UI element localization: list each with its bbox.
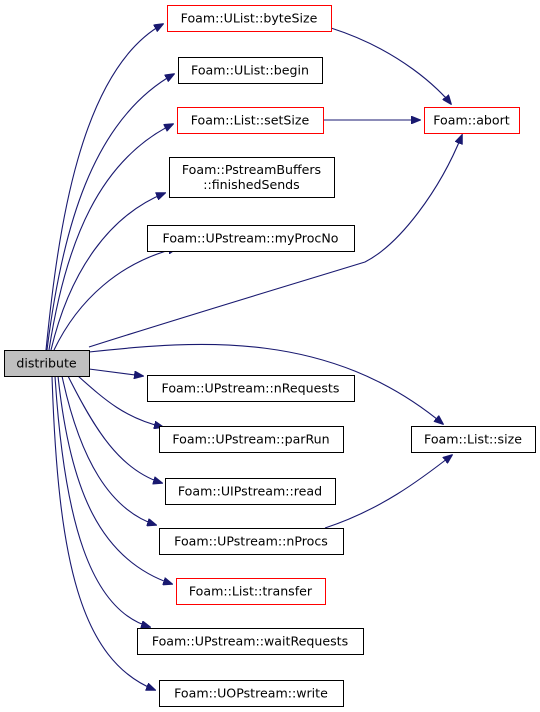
- node-list-size[interactable]: Foam::List::size: [411, 426, 536, 453]
- edge-distribute-to-pstreambuffers-finishedsends: [50, 193, 165, 351]
- node-label: Foam::UPstream::nProcs: [174, 534, 328, 549]
- node-label: Foam::UPstream::waitRequests: [152, 634, 348, 649]
- edge-distribute-to-ulist-begin: [46, 74, 174, 351]
- node-box: [176, 578, 326, 605]
- edge-distribute-to-uipstream-read: [67, 375, 162, 483]
- node-label: Foam::UOPstream::write: [174, 686, 328, 701]
- node-box: [177, 107, 324, 134]
- node-label: Foam::UPstream::nRequests: [162, 381, 340, 396]
- edge-distribute-to-upstream-nprocs: [61, 375, 156, 525]
- node-label: Foam::List::transfer: [189, 584, 313, 599]
- node-box: [411, 426, 536, 453]
- node-list-transfer[interactable]: Foam::List::transfer: [176, 578, 326, 605]
- node-label: Foam::List::setSize: [191, 113, 310, 128]
- node-box: [169, 157, 335, 198]
- node-upstream-parrun[interactable]: Foam::UPstream::parRun: [159, 426, 344, 453]
- edge-distribute-to-ulist-bytesize: [45, 24, 163, 351]
- node-ulist-bytesize[interactable]: Foam::UList::byteSize: [167, 5, 332, 32]
- node-box: [147, 375, 355, 402]
- node-box: [137, 628, 364, 655]
- node-list-setsize[interactable]: Foam::List::setSize: [177, 107, 324, 134]
- node-upstream-nprocs[interactable]: Foam::UPstream::nProcs: [159, 528, 344, 555]
- node-label: Foam::abort: [433, 113, 510, 128]
- node-label: Foam::List::size: [424, 432, 522, 447]
- node-label: Foam::UPstream::myProcNo: [163, 231, 339, 246]
- node-box: [424, 107, 520, 134]
- node-label: ::finishedSends: [203, 177, 299, 192]
- node-label: Foam::UPstream::parRun: [172, 432, 329, 447]
- edge-distribute-to-list-transfer: [57, 375, 172, 584]
- edge-distribute-to-list-size: [88, 343, 443, 424]
- node-label: Foam::UList::begin: [191, 63, 309, 78]
- node-box: [165, 478, 336, 505]
- edge-distribute-to-abort: [88, 135, 462, 348]
- node-box: [147, 225, 355, 252]
- node-box: [167, 5, 332, 32]
- node-box: [4, 350, 90, 377]
- edge-distribute-to-uopstream-write: [51, 375, 155, 690]
- edge-upstream-nprocs-to-list-size: [324, 455, 452, 529]
- node-box: [159, 528, 344, 555]
- node-uopstream-write[interactable]: Foam::UOPstream::write: [159, 680, 344, 707]
- node-uipstream-read[interactable]: Foam::UIPstream::read: [165, 478, 336, 505]
- node-upstream-myprocno[interactable]: Foam::UPstream::myProcNo: [147, 225, 355, 252]
- node-box: [178, 57, 323, 84]
- node-abort[interactable]: Foam::abort: [424, 107, 520, 134]
- node-pstreambuffers-finishedsends[interactable]: Foam::PstreamBuffers::finishedSends: [169, 157, 335, 198]
- edge-distribute-to-upstream-myprocno: [53, 248, 177, 351]
- node-box: [159, 680, 344, 707]
- node-ulist-begin[interactable]: Foam::UList::begin: [178, 57, 323, 84]
- edge-distribute-to-upstream-waitrequests: [54, 375, 150, 627]
- node-distribute[interactable]: distribute: [4, 350, 90, 377]
- edge-ulist-bytesize-to-abort: [330, 27, 451, 104]
- node-label: Foam::UIPstream::read: [178, 484, 322, 499]
- edge-distribute-to-list-setsize: [48, 124, 173, 351]
- node-label: distribute: [16, 356, 77, 371]
- edges-layer: [45, 24, 462, 690]
- node-label: Foam::PstreamBuffers: [182, 162, 321, 177]
- node-box: [159, 426, 344, 453]
- node-upstream-waitrequests[interactable]: Foam::UPstream::waitRequests: [137, 628, 364, 655]
- node-upstream-nrequests[interactable]: Foam::UPstream::nRequests: [147, 375, 355, 402]
- node-label: Foam::UList::byteSize: [181, 11, 318, 26]
- nodes-layer: distribute Foam::UList::byteSizeFoam::ULi…: [4, 5, 536, 707]
- edge-distribute-to-upstream-parrun: [77, 375, 163, 427]
- edge-distribute-to-upstream-nrequests: [88, 368, 143, 376]
